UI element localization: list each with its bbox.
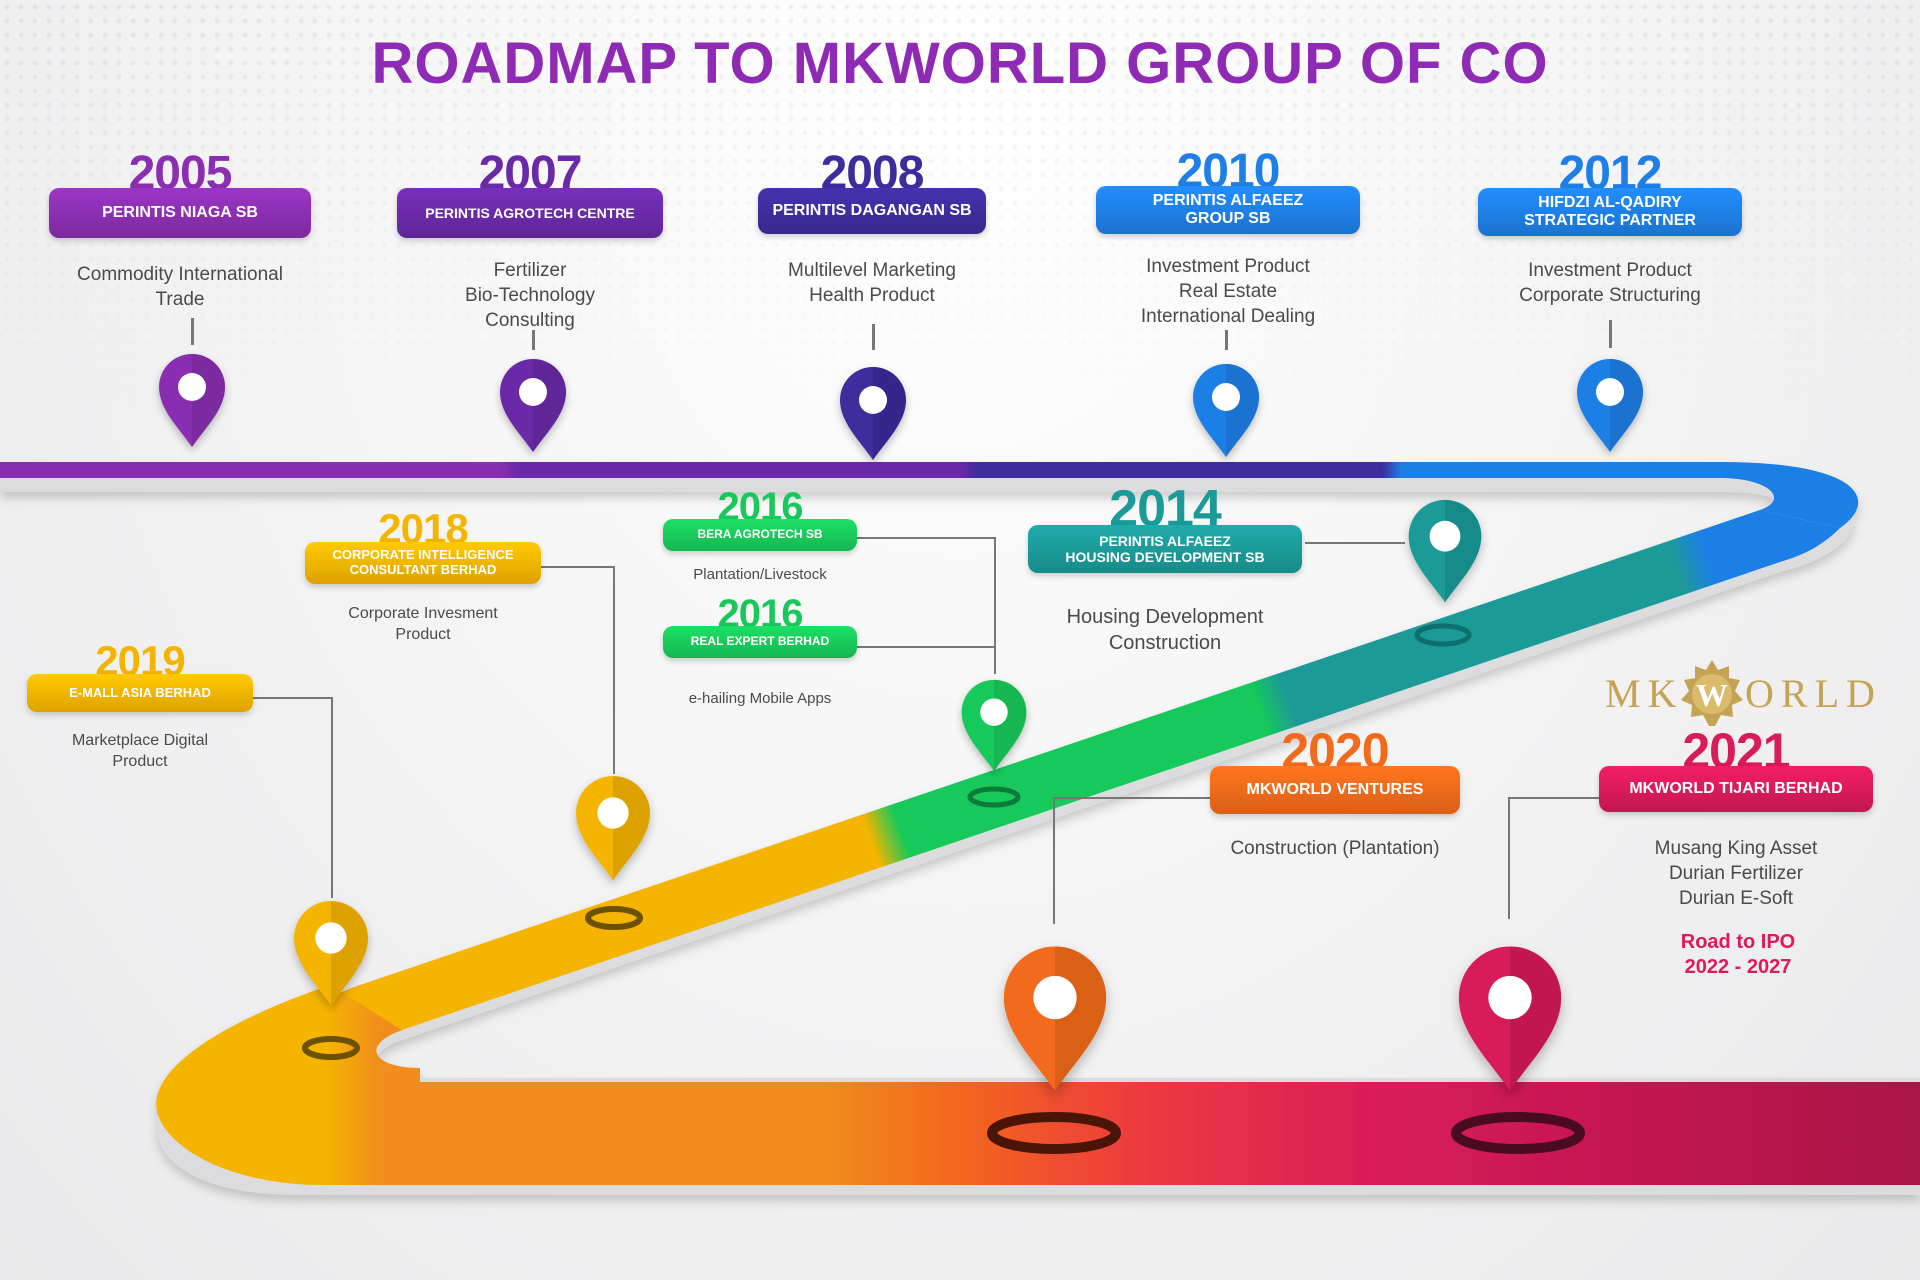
map-pin-icon [961,679,1027,771]
milestone-description: Fertilizer Bio-Technology Consulting [465,260,595,332]
connector-line [1053,797,1212,924]
pin-center-dot [597,797,629,829]
pin-center-dot [178,373,206,401]
pin-center-dot [1596,378,1624,406]
pin-center-dot [1212,383,1240,411]
pin-ground-ring [967,786,1021,808]
milestone-company-badge: PERINTIS DAGANGAN SB [758,188,986,234]
map-pin-icon [159,354,225,447]
milestone-company-badge: PERINTIS ALFAEEZ HOUSING DEVELOPMENT SB [1028,525,1302,573]
pin-center-dot [519,378,547,406]
pin-ground-ring [1451,1112,1585,1154]
milestone-description: Corporate Invesment Product [348,605,498,644]
connector-line [190,318,194,345]
milestone-description: Commodity International Trade [77,264,283,311]
milestone-company-badge: PERINTIS NIAGA SB [49,188,311,238]
road-diagonal-segment [278,510,1841,1078]
milestone-company-badge: BERA AGROTECH SB [663,519,857,551]
pin-ground-ring [585,906,643,930]
milestone-company-badge: REAL EXPERT BERHAD [663,626,857,658]
page-title: ROADMAP TO MKWORLD GROUP OF CO [371,31,1549,96]
milestone-description: Multilevel Marketing Health Product [788,260,956,307]
connector-line [1224,330,1228,350]
pin-ground-ring [1414,623,1472,647]
map-pin-icon [1193,364,1259,457]
milestone-company-badge: E-MALL ASIA BERHAD [27,674,253,712]
map-pin-icon [1003,946,1107,1091]
pin-center-dot [859,386,887,414]
connector-line [252,697,333,898]
milestone-description: e-hailing Mobile Apps [688,690,832,707]
map-pin-icon [1458,946,1562,1091]
ipo-note: Road to IPO 2022 - 2027 [1680,931,1796,978]
pin-center-dot [980,698,1008,726]
connector-line [855,537,996,674]
connector-line [1508,797,1600,919]
milestone-company-badge: PERINTIS AGROTECH CENTRE [397,188,663,238]
map-pin-icon [840,367,906,460]
milestone-description: Housing Development Construction [1066,606,1264,655]
logo-text-left: MK [1605,671,1684,716]
logo-text-right: ORLD [1745,671,1882,716]
connector-line [871,324,875,350]
connector-line [531,330,535,350]
map-pin-icon [500,359,566,452]
milestone-description: Investment Product Corporate Structuring [1519,260,1701,307]
connector-line [1305,542,1405,544]
map-pin-icon [294,901,368,1006]
logo-emblem-letter: W [1696,677,1728,713]
milestone-company-badge: MKWORLD VENTURES [1210,766,1460,814]
milestone-company-badge: CORPORATE INTELLIGENCE CONSULTANT BERHAD [305,542,541,584]
milestone-description: Musang King Asset Durian Fertilizer Duri… [1654,838,1818,910]
pin-ground-ring [302,1036,360,1060]
connector-line [855,646,994,648]
pin-center-dot [315,922,347,954]
milestone-company-badge: PERINTIS ALFAEEZ GROUP SB [1096,186,1360,234]
pin-center-dot [1429,520,1461,552]
mkworld-logo: MK W ORLD [1605,652,1875,732]
milestone-description: Investment Product Real Estate Internati… [1140,256,1316,328]
road-bottom-segment [156,985,1920,1185]
connector-line [1608,320,1612,348]
milestone-description: Marketplace Digital Product [71,732,209,771]
milestone-description: Plantation/Livestock [693,566,827,583]
milestone-company-badge: MKWORLD TIJARI BERHAD [1599,766,1873,812]
map-pin-icon [1408,499,1482,603]
map-pin-icon [1577,359,1643,452]
connector-line [541,566,615,774]
milestone-company-badge: HIFDZI AL-QADIRY STRATEGIC PARTNER [1478,188,1742,236]
road-top-segment [0,462,1859,528]
milestone-description: Construction (Plantation) [1230,838,1440,859]
pin-ground-ring [987,1112,1121,1154]
durian-emblem-icon: W [1681,660,1743,726]
map-pin-icon [576,776,650,881]
pin-center-dot [1488,975,1532,1020]
pin-center-dot [1033,975,1077,1020]
